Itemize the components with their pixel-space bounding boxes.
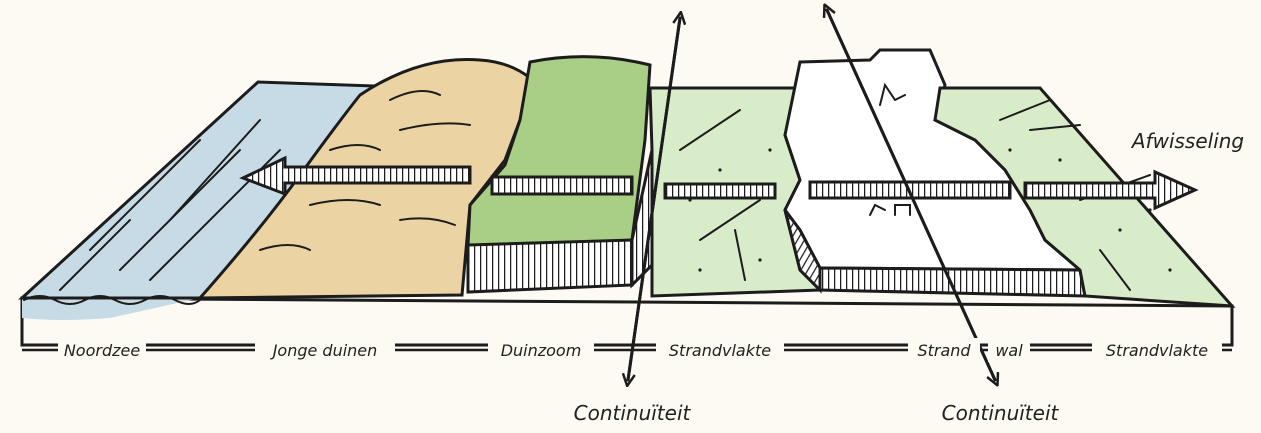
zone-label-duinzoom: Duinzoom: [501, 341, 582, 360]
caption-continuiteit-1: Continuïteit: [574, 401, 692, 425]
band-segment-duinzoom: [492, 177, 632, 194]
zone-label-wal: wal: [995, 341, 1023, 360]
zone-label-strandvlakte-1: Strandvlakte: [669, 341, 771, 360]
band-segment-strandvlakte: [665, 184, 775, 198]
caption-continuiteit-2: Continuïteit: [942, 401, 1060, 425]
zone-label-strand: Strand: [917, 341, 971, 360]
caption-afwisseling: Afwisseling: [1130, 129, 1244, 153]
zone-label-jonge-duinen: Jonge duinen: [270, 341, 378, 360]
zone-label-strandvlakte-2: Strandvlakte: [1106, 341, 1208, 360]
base-slab: [22, 298, 1232, 345]
zone-label-noordzee: Noordzee: [64, 341, 141, 360]
